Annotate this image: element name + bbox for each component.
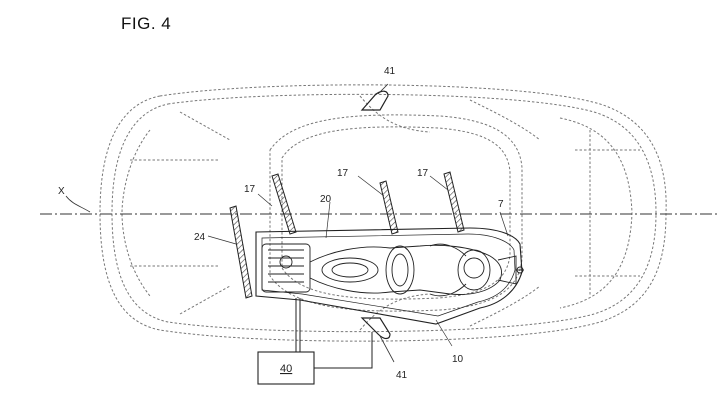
rail-17-b bbox=[379, 180, 399, 235]
mirror-bottom bbox=[360, 317, 395, 363]
label-41-bottom: 41 bbox=[396, 370, 408, 381]
label-x: X bbox=[58, 186, 65, 197]
motorcycle-rider bbox=[261, 243, 524, 297]
control-unit-box bbox=[257, 351, 315, 385]
axis-x-leader bbox=[65, 195, 91, 213]
label-17-a: 17 bbox=[244, 184, 256, 195]
label-7: 7 bbox=[498, 199, 504, 210]
label-40: 40 bbox=[280, 363, 292, 375]
car-body-outline bbox=[99, 84, 667, 342]
label-41-top: 41 bbox=[384, 66, 396, 77]
label-20: 20 bbox=[320, 194, 332, 205]
rail-17-a bbox=[271, 173, 297, 235]
bar-24 bbox=[229, 205, 253, 299]
label-24: 24 bbox=[194, 232, 206, 243]
figure-title: FIG. 4 bbox=[121, 14, 172, 33]
label-17-c: 17 bbox=[417, 168, 429, 179]
mirror-top bbox=[360, 83, 389, 111]
label-17-b: 17 bbox=[337, 168, 349, 179]
label-10: 10 bbox=[452, 354, 464, 365]
rail-17-c bbox=[443, 171, 465, 233]
